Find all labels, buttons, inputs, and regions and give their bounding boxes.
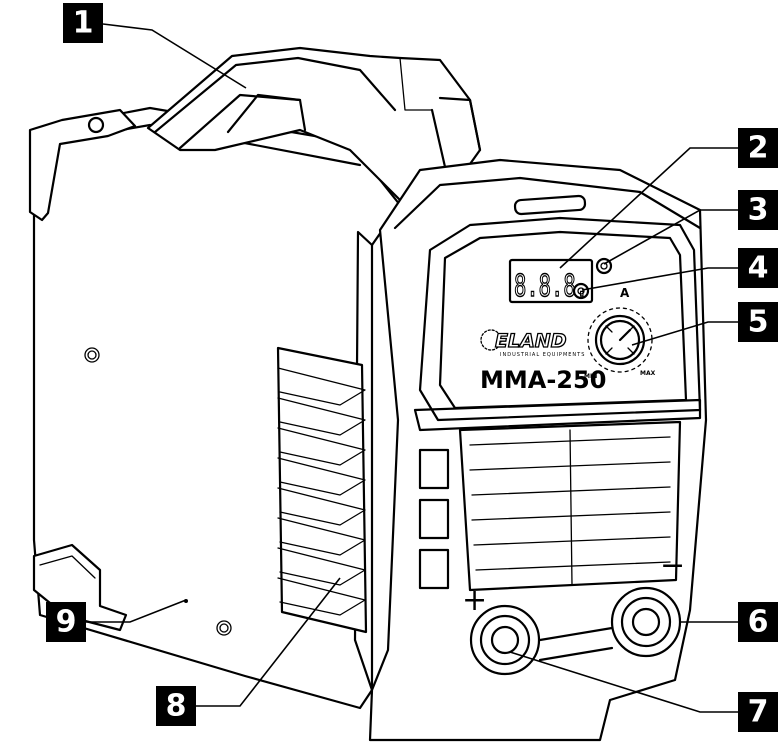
negative-terminal-label: − [660, 548, 685, 583]
knob-max-label: MAX [640, 370, 656, 377]
positive-terminal-label: + [462, 583, 487, 618]
brand-tagline: INDUSTRIAL EQUIPMENTS [500, 352, 585, 358]
negative-terminal[interactable] [610, 586, 682, 658]
callout-7: 7 [738, 692, 778, 732]
callout-9: 9 [46, 602, 86, 642]
output-terminals: + − [462, 548, 685, 676]
indicator-lights [572, 257, 613, 300]
model-label: MMA-250 [480, 366, 606, 394]
callout-1: 1 [63, 3, 103, 43]
callout-9-number: 9 [56, 605, 77, 640]
callout-3: 3 [738, 190, 778, 230]
front-housing [368, 158, 708, 742]
callout-4: 4 [738, 248, 778, 288]
callout-6: 6 [738, 602, 778, 642]
leader-lines [86, 23, 738, 713]
callout-8-number: 8 [166, 689, 187, 724]
positive-terminal[interactable] [469, 604, 541, 676]
callout-3-number: 3 [748, 193, 769, 228]
callout-1-number: 1 [73, 6, 94, 41]
callout-5: 5 [738, 302, 778, 342]
callout-4-number: 4 [748, 251, 769, 286]
callout-7-number: 7 [748, 695, 769, 730]
callout-2: 2 [738, 128, 778, 168]
callout-5-number: 5 [748, 305, 769, 340]
brand-area: ELAND INDUSTRIAL EQUIPMENTS MMA-250 [480, 329, 606, 394]
power-indicator-icon [595, 257, 613, 275]
callout-6-number: 6 [748, 605, 769, 640]
current-knob[interactable]: A MIN MAX [584, 286, 656, 380]
overheat-indicator-icon [572, 282, 590, 300]
brand-logo: ELAND [495, 330, 566, 352]
callout-8: 8 [156, 686, 196, 726]
side-ventilation [276, 346, 368, 634]
knob-min-label: MIN [584, 373, 597, 380]
front-grille [418, 420, 682, 592]
knob-unit-label: A [620, 286, 630, 300]
callout-2-number: 2 [748, 131, 769, 166]
